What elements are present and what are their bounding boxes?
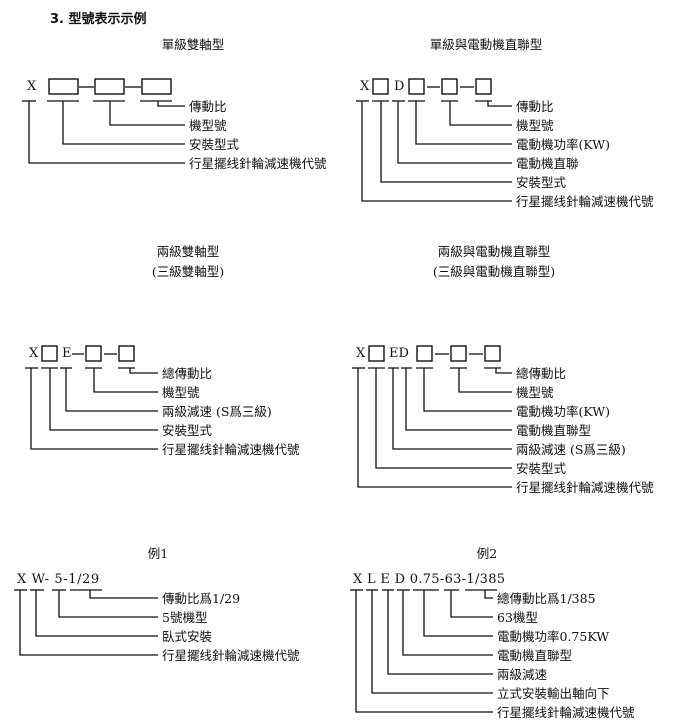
diagram-single-stage-double-shaft: 單級雙軸型 X 傳動比 機型號 安裝型式 行星擺线針輪減速機代號 <box>22 37 327 171</box>
label-motor-power: 電動機功率(KW) <box>516 137 610 152</box>
code-x: X <box>360 79 370 94</box>
code-box <box>372 78 389 95</box>
label-two-stage: 兩級減速 (S爲三級) <box>162 404 272 419</box>
label-mounting-type: 安裝型式 <box>162 423 213 438</box>
diagram-two-stage-motor-direct: 兩級與電動機直聯型 (三級與電動機直聯型) X ED 總傳動比 機型號 電動機功… <box>352 244 654 495</box>
code-x: X <box>356 346 366 361</box>
label-motor-direct: 電動機直聯型 <box>497 648 572 663</box>
code-box <box>475 78 492 95</box>
code-d: D <box>394 79 404 94</box>
label-total-ratio: 總傳動比 <box>162 366 212 381</box>
code-box <box>41 345 58 362</box>
code-ed: ED <box>389 346 409 361</box>
label-mounting-type: 安裝型式 <box>516 175 567 190</box>
diagram-title: 單級與電動機直聯型 <box>430 37 543 52</box>
label-vertical-mounting: 立式安裝輸出軸向下 <box>497 686 610 701</box>
code-box <box>441 78 458 95</box>
label-model-number: 5號機型 <box>162 610 207 625</box>
model-code: X L E D 0.75-63-1/385 <box>353 572 505 587</box>
code-box <box>85 345 102 362</box>
label-reducer-code: 行星擺线針輪減速機代號 <box>162 648 300 663</box>
diagram-subtitle: (三級與電動機直聯型) <box>433 264 555 279</box>
diagram-subtitle: (三級雙軸型) <box>152 264 224 279</box>
label-model-number: 63機型 <box>497 610 538 625</box>
label-reducer-code: 行星擺线針輪減速機代號 <box>516 194 654 209</box>
label-motor-power: 電動機功率(KW) <box>516 404 610 419</box>
label-transmission-ratio: 傳動比爲1/29 <box>162 591 240 606</box>
label-model-number: 機型號 <box>516 118 554 133</box>
label-two-stage: 兩級減速 (S爲三級) <box>516 442 626 457</box>
label-mounting-type: 安裝型式 <box>189 137 240 152</box>
label-mounting-type: 安裝型式 <box>516 461 567 476</box>
code-box <box>48 78 79 95</box>
diagram-two-stage-double-shaft: 兩級雙軸型 (三級雙軸型) X E 總傳動比 機型號 兩級減速 (S爲三級) 安… <box>25 244 300 457</box>
diagram-title: 單級雙軸型 <box>162 37 225 52</box>
label-motor-direct: 電動機直聯型 <box>516 423 591 438</box>
diagram-title: 例1 <box>148 546 168 561</box>
diagram-single-stage-motor-direct: 單級與電動機直聯型 X D 傳動比 機型號 電動機功率(KW) 電動機直聯 安裝… <box>356 37 654 209</box>
code-e: E <box>62 346 72 361</box>
label-transmission-ratio: 傳動比 <box>189 99 227 114</box>
label-reducer-code: 行星擺线針輪減速機代號 <box>516 480 654 495</box>
code-box <box>141 78 172 95</box>
code-x: X <box>27 79 37 94</box>
diagram-example-2: 例2 X L E D 0.75-63-1/385 總傳動比爲1/385 63機型… <box>350 546 635 720</box>
diagram-example-1: 例1 X W- 5-1/29 傳動比爲1/29 5號機型 臥式安裝 行星擺线針輪… <box>14 546 300 663</box>
label-total-ratio: 總傳動比 <box>516 366 566 381</box>
label-motor-power: 電動機功率0.75KW <box>497 629 609 644</box>
section-heading: 3. 型號表示示例 <box>50 12 147 27</box>
label-motor-direct: 電動機直聯 <box>516 156 579 171</box>
label-total-ratio: 總傳動比爲1/385 <box>497 591 596 606</box>
code-box <box>416 345 433 362</box>
diagram-title: 兩級與電動機直聯型 <box>438 244 551 259</box>
label-transmission-ratio: 傳動比 <box>516 99 554 114</box>
code-box <box>484 345 501 362</box>
diagram-title: 兩級雙軸型 <box>157 244 220 259</box>
label-reducer-code: 行星擺线針輪減速機代號 <box>497 705 635 720</box>
label-reducer-code: 行星擺线針輪減速機代號 <box>189 156 327 171</box>
label-model-number: 機型號 <box>516 385 554 400</box>
code-box <box>94 78 125 95</box>
code-box <box>118 345 135 362</box>
label-model-number: 機型號 <box>189 118 227 133</box>
label-mounting-type: 臥式安裝 <box>162 629 213 644</box>
code-box <box>450 345 467 362</box>
code-x: X <box>29 346 39 361</box>
diagram-title: 例2 <box>477 546 497 561</box>
label-model-number: 機型號 <box>162 385 200 400</box>
code-box <box>408 78 425 95</box>
label-reducer-code: 行星擺线針輪減速機代號 <box>162 442 300 457</box>
model-code: X W- 5-1/29 <box>17 572 100 587</box>
code-box <box>368 345 385 362</box>
label-two-stage: 兩級減速 <box>497 667 548 682</box>
